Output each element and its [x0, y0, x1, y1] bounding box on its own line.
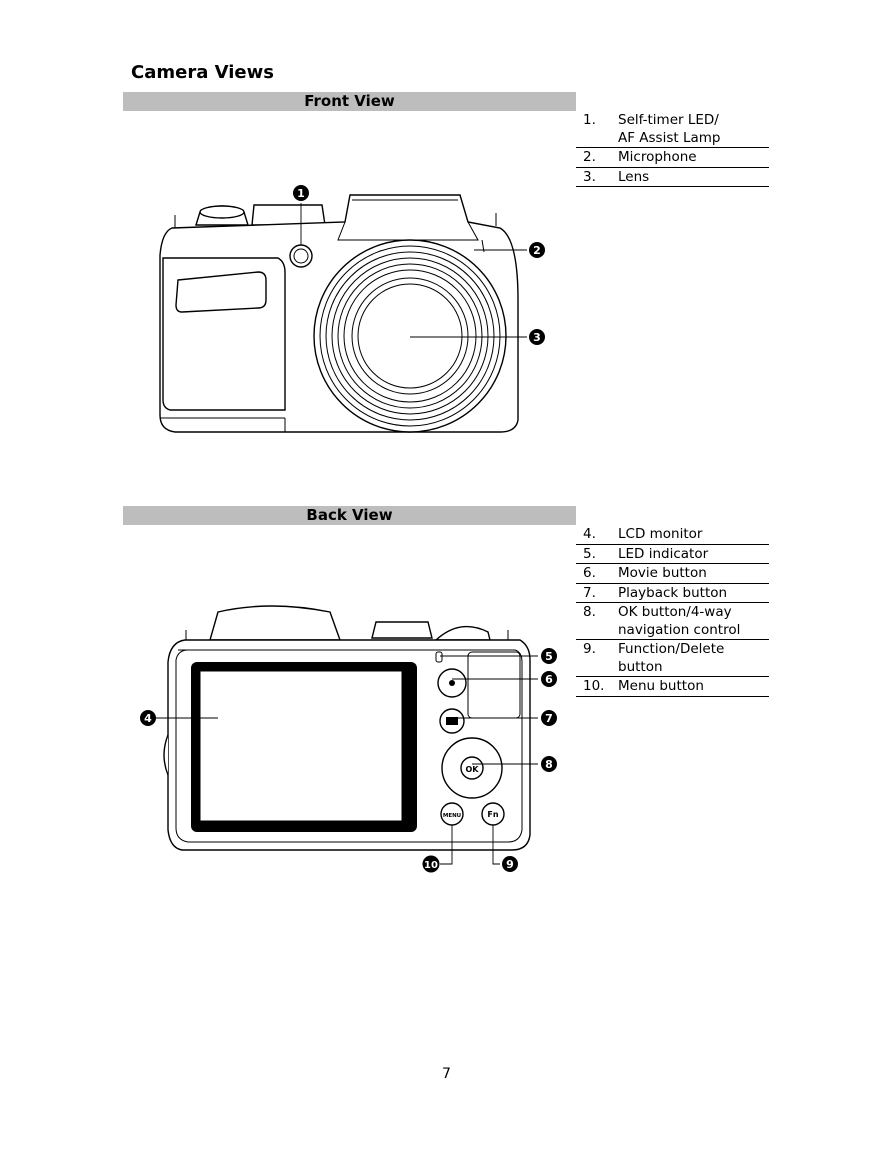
legend-item: 6. Movie button [576, 564, 769, 584]
legend-item-label: OK button/4-way navigation control [618, 604, 741, 638]
callout-number: 5 [545, 650, 553, 663]
legend-item-number: 2. [583, 149, 596, 165]
front-view-legend: 1. Self-timer LED/ AF Assist Lamp 2. Mic… [576, 111, 769, 187]
legend-item: 7. Playback button [576, 584, 769, 603]
legend-item: 9. Function/Delete button [576, 640, 769, 677]
callout-badge: 2 [529, 242, 545, 258]
legend-item: 10. Menu button [576, 677, 769, 697]
callout-number: 1 [297, 187, 305, 200]
back-view-heading: Back View [123, 506, 576, 525]
legend-item-number: 3. [583, 168, 596, 185]
legend-item: 5. LED indicator [576, 545, 769, 564]
menu-button-label: MENU [443, 813, 461, 819]
legend-item: 4. LCD monitor [576, 525, 769, 545]
callout-badge: 9 [502, 856, 518, 872]
page-number: 7 [442, 1066, 451, 1082]
callout-badge: 6 [541, 671, 557, 687]
front-view-heading: Front View [123, 92, 576, 111]
legend-item-number: 10. [583, 678, 605, 694]
fn-button-label: Fn [487, 810, 498, 819]
legend-item-number: 9. [583, 641, 596, 657]
legend-item-label: Microphone [618, 149, 697, 165]
callout-number: 3 [533, 331, 541, 344]
callout-number: 4 [144, 712, 152, 725]
legend-item-label: LED indicator [618, 545, 709, 562]
callout-badge: 8 [541, 756, 557, 772]
callout-badge: 4 [140, 710, 156, 726]
ok-button-label: OK [466, 765, 480, 774]
callout-badge: 1 [293, 185, 309, 201]
legend-item-label: Lens [618, 168, 650, 185]
legend-item-label: Function/Delete button [618, 641, 725, 675]
back-camera-illustration: OK MENU Fn [163, 605, 531, 851]
legend-item-number: 5. [583, 545, 596, 562]
legend-item-label: Movie button [618, 565, 707, 581]
callout-number: 8 [545, 758, 553, 771]
legend-item-label: Playback button [618, 584, 728, 601]
callout-number: 10 [424, 860, 438, 871]
callout-number: 6 [545, 673, 553, 686]
legend-item-number: 4. [583, 526, 596, 542]
legend-item: 3. Lens [576, 168, 769, 187]
callout-badge: 10 [422, 855, 440, 873]
legend-item: 1. Self-timer LED/ AF Assist Lamp [576, 111, 769, 148]
legend-item: 2. Microphone [576, 148, 769, 168]
callout-badge: 5 [541, 648, 557, 664]
callout-number: 2 [533, 244, 541, 257]
legend-item-number: 1. [583, 112, 596, 128]
callout-number: 9 [506, 858, 514, 871]
callout-badge: 3 [529, 329, 545, 345]
callout-number: 7 [545, 712, 553, 725]
legend-item-number: 8. [583, 604, 596, 620]
front-camera-illustration [159, 194, 519, 433]
back-view-legend: 4. LCD monitor 5. LED indicator 6. Movie… [576, 525, 769, 697]
legend-item-label: LCD monitor [618, 526, 703, 542]
page-title: Camera Views [131, 62, 274, 83]
legend-item-label: Self-timer LED/ AF Assist Lamp [618, 112, 721, 146]
legend-item: 8. OK button/4-way navigation control [576, 603, 769, 640]
legend-item-number: 7. [583, 584, 596, 601]
legend-item-number: 6. [583, 565, 596, 581]
callout-badge: 7 [541, 710, 557, 726]
legend-item-label: Menu button [618, 678, 704, 694]
